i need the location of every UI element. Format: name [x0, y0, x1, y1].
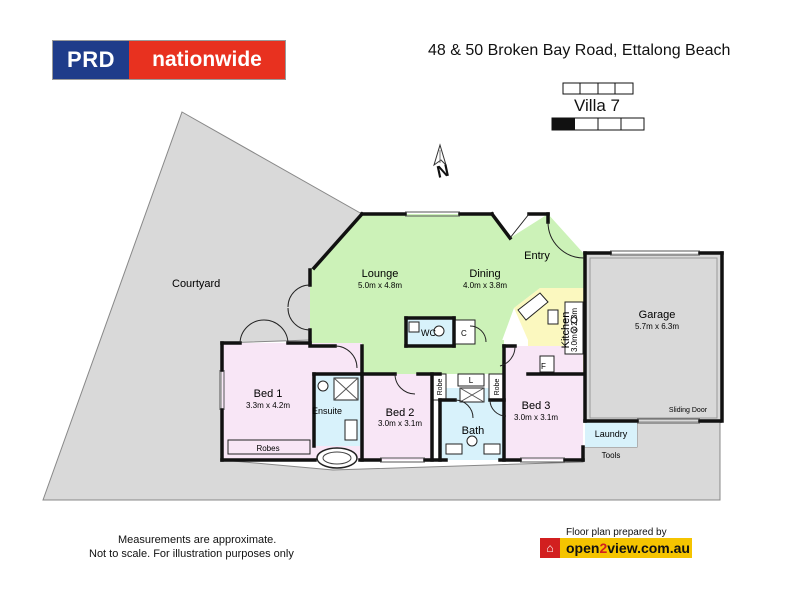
- kitchen-dimensions: 3.0m x 2.3m: [570, 308, 579, 352]
- bed2-label: Bed 2: [386, 407, 415, 419]
- bed1-label: Bed 1: [254, 388, 283, 400]
- robe-right-label: Robe: [494, 379, 501, 396]
- north-arrow-icon: [433, 143, 447, 167]
- kitchen-label: Kitchen: [560, 312, 572, 349]
- ensuite-label: Ensuite: [312, 406, 342, 416]
- bed3-label: Bed 3: [522, 400, 551, 412]
- logo-nationwide: nationwide: [129, 41, 285, 79]
- wc-label: WC: [421, 328, 436, 338]
- lounge-label: Lounge: [362, 268, 399, 280]
- kitchen-fridge-label: F: [541, 362, 546, 371]
- bed3-dimensions: 3.0m x 3.1m: [514, 413, 558, 422]
- entry-label: Entry: [524, 250, 550, 262]
- disclaimer-note: Not to scale. For illustration purposes …: [89, 548, 294, 560]
- lounge-dimensions: 5.0m x 4.8m: [358, 281, 402, 290]
- dining-dimensions: 4.0m x 3.8m: [463, 281, 507, 290]
- bed2-area: [362, 374, 432, 460]
- bath-label: Bath: [462, 425, 485, 437]
- open2view-text: open2view.com.au: [560, 540, 690, 556]
- open2view-logo: ⌂ open2view.com.au: [540, 538, 692, 558]
- garage-label: Garage: [639, 309, 676, 321]
- laundry-area: [585, 421, 637, 447]
- tools-label: Tools: [602, 451, 621, 460]
- villa-title: Villa 7: [574, 96, 620, 115]
- scale-bar-top: [562, 82, 634, 95]
- compass-label: N: [435, 161, 451, 182]
- brand-pre: open: [566, 540, 600, 556]
- dining-label: Dining: [469, 268, 500, 280]
- prd-nationwide-logo: PRD nationwide: [52, 40, 286, 80]
- laundry-label: Laundry: [595, 429, 628, 439]
- linen-label: L: [469, 376, 474, 385]
- robe-left-label: Robe: [437, 379, 444, 396]
- bed1-dimensions: 3.3m x 4.2m: [246, 401, 290, 410]
- garage-area: [585, 253, 722, 421]
- bed1-robes-label: Robes: [256, 444, 279, 453]
- house-icon: ⌂: [540, 538, 560, 558]
- garage-dimensions: 5.7m x 6.3m: [635, 322, 679, 331]
- brand-post: view.com.au: [607, 540, 690, 556]
- brand-num: 2: [599, 540, 608, 556]
- measurement-note: Measurements are approximate.: [118, 534, 277, 546]
- bed2-dimensions: 3.0m x 3.1m: [378, 419, 422, 428]
- sliding-door-label: Sliding Door: [669, 407, 708, 414]
- living-area: [310, 214, 585, 346]
- prepared-by-label: Floor plan prepared by: [566, 527, 667, 538]
- property-address: 48 & 50 Broken Bay Road, Ettalong Beach: [428, 42, 731, 59]
- logo-prd: PRD: [53, 41, 129, 79]
- cupboard-label: C: [461, 329, 467, 338]
- scale-bar-bottom: [551, 117, 645, 131]
- courtyard-label: Courtyard: [172, 278, 220, 290]
